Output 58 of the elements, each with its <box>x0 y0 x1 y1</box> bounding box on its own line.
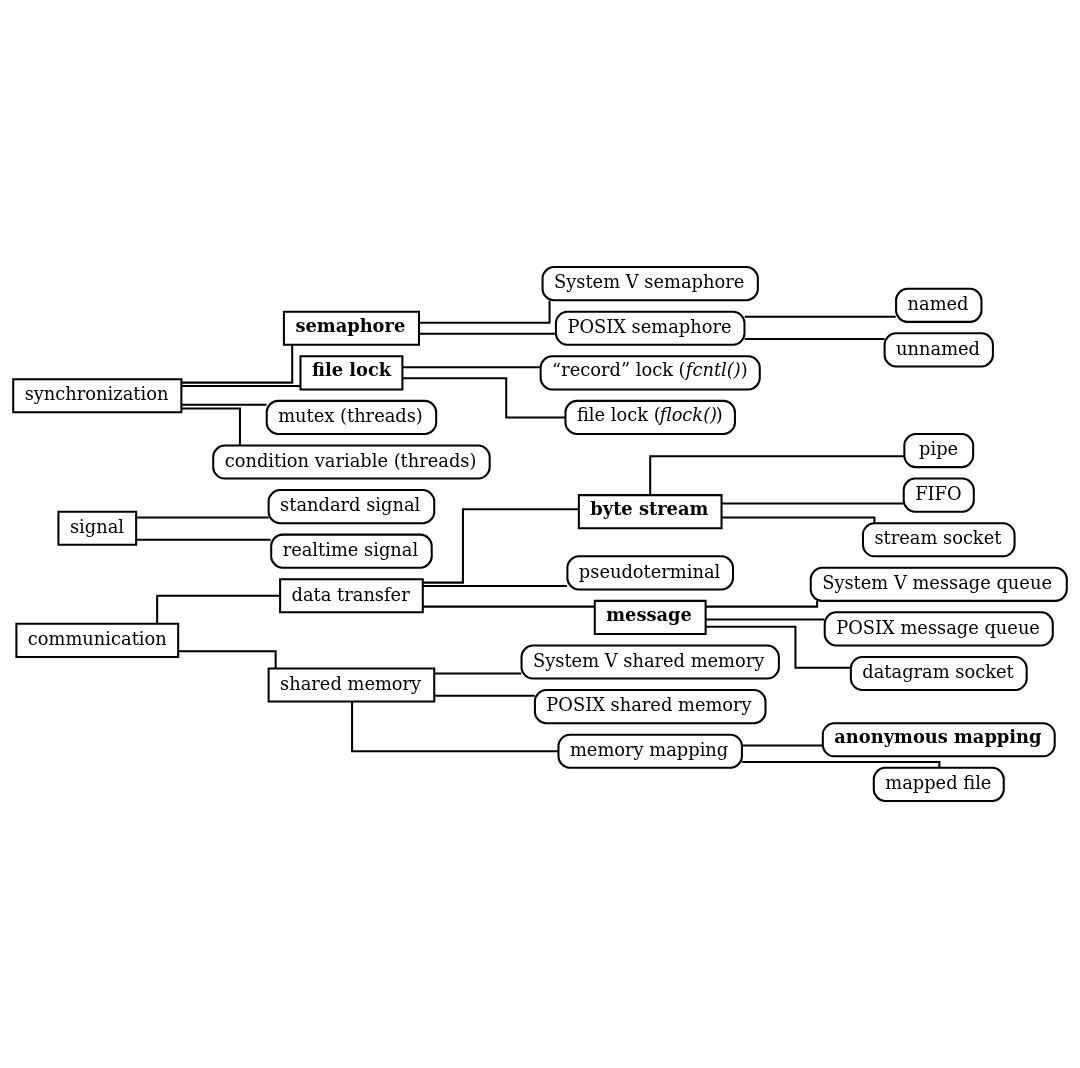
connector <box>742 761 941 768</box>
node-box: mutex (threads) <box>265 399 438 435</box>
node-box: System V semaphore <box>541 266 759 302</box>
node-box: condition variable (threads) <box>212 444 491 480</box>
connector <box>705 601 819 608</box>
connector <box>402 377 566 419</box>
connector <box>423 605 595 608</box>
node-box: standard signal <box>267 489 436 525</box>
connector <box>423 508 579 584</box>
node-box: System V message queue <box>809 566 1068 602</box>
node-box: unnamed <box>883 332 994 368</box>
node-box: memory mapping <box>557 733 743 769</box>
node-box: POSIX semaphore <box>554 310 746 346</box>
node-box: data transfer <box>279 578 424 614</box>
connector <box>181 344 294 384</box>
connector <box>181 385 301 387</box>
connector <box>351 701 559 753</box>
connector <box>419 332 556 335</box>
node-box: “record” lock (fcntl()) <box>539 355 761 391</box>
node-box: POSIX shared memory <box>533 689 767 725</box>
connector <box>649 455 904 495</box>
node-box: mapped file <box>872 766 1005 802</box>
node-box: semaphore <box>282 310 420 346</box>
connector <box>744 315 896 318</box>
connector <box>402 366 541 369</box>
node-box: communication <box>15 622 180 658</box>
connector <box>156 594 280 624</box>
connector <box>705 618 825 621</box>
node-box: datagram socket <box>849 655 1028 692</box>
node-box: POSIX message queue <box>823 611 1054 647</box>
node-box: stream socket <box>861 522 1016 558</box>
node-box: file lock <box>299 355 404 391</box>
connector <box>419 300 551 324</box>
connector <box>705 625 851 669</box>
node-box: pseudoterminal <box>566 555 735 591</box>
node-box: pipe <box>903 432 975 469</box>
node-box: anonymous mapping <box>821 722 1056 758</box>
node-box: byte stream <box>577 494 723 530</box>
connector <box>423 585 568 588</box>
node-box: message <box>593 599 707 636</box>
node-box: named <box>895 287 983 323</box>
node-box: file lock (flock()) <box>564 399 736 435</box>
connector <box>136 538 271 541</box>
node-box: signal <box>57 510 138 546</box>
connector <box>136 516 269 519</box>
node-box: FIFO <box>902 477 975 513</box>
node-box: synchronization <box>12 378 183 414</box>
connector <box>721 516 876 524</box>
connector <box>721 502 904 505</box>
node-box: shared memory <box>267 667 436 703</box>
connector <box>181 403 267 406</box>
connector <box>181 407 241 446</box>
connector <box>434 694 535 697</box>
connector <box>744 338 885 341</box>
node-box: System V shared memory <box>520 644 780 680</box>
node-box: realtime signal <box>270 533 433 569</box>
connector <box>434 672 522 675</box>
connector <box>742 744 823 747</box>
